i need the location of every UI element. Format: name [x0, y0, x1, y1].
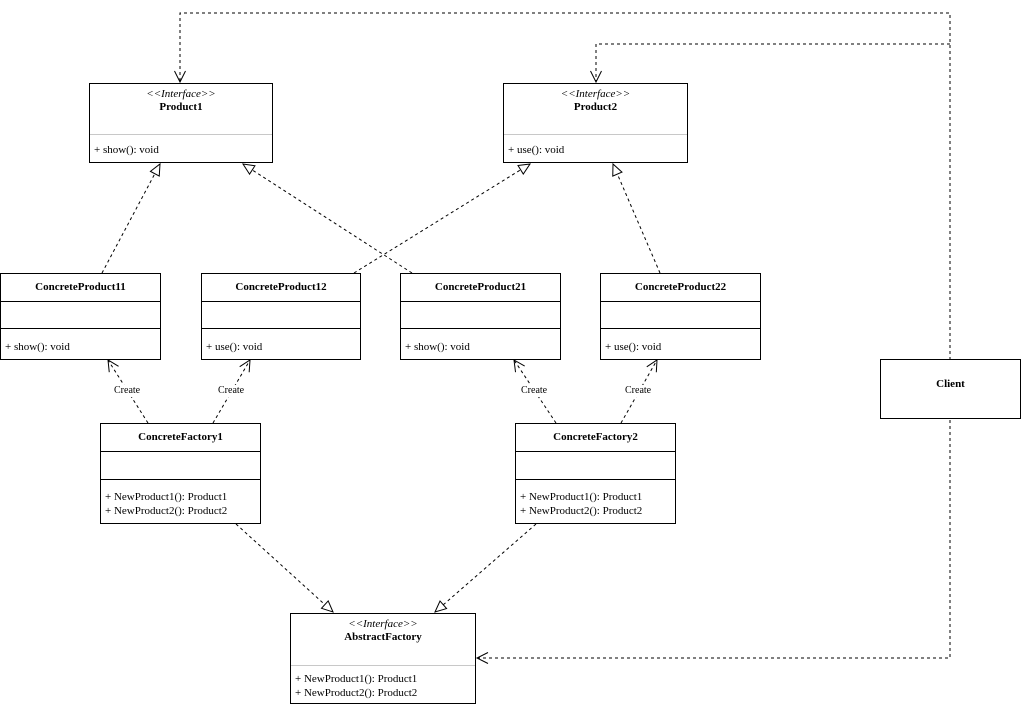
create-label: Create: [113, 385, 142, 397]
class-concretefactory2[interactable]: ConcreteFactory2 + NewProduct1(): Produc…: [515, 423, 676, 524]
edge-client-product2: [590, 43, 950, 84]
edge-cf1-abstractfactory: [235, 523, 334, 613]
edge-cp22-product2: [612, 162, 661, 274]
edge-cp12-product2: [353, 163, 532, 274]
separator: [1, 328, 160, 329]
class-concreteproduct22[interactable]: ConcreteProduct22 + use(): void: [600, 273, 761, 360]
create-label: Create: [624, 385, 653, 397]
create-label: Create: [520, 385, 549, 397]
stereotype-label: <<Interface>>: [348, 618, 418, 630]
operation: + NewProduct2(): Product2: [520, 505, 643, 517]
stereotype-label: <<Interface>>: [560, 88, 631, 100]
separator: [101, 451, 260, 452]
class-name: Product2: [573, 101, 618, 113]
separator: [504, 134, 687, 135]
separator: [202, 301, 360, 302]
separator: [601, 301, 760, 302]
operation: + NewProduct1(): Product1: [295, 673, 418, 685]
class-concretefactory1[interactable]: ConcreteFactory1 + NewProduct1(): Produc…: [100, 423, 261, 524]
separator: [401, 301, 560, 302]
separator: [401, 328, 560, 329]
create-label: Create: [217, 385, 246, 397]
class-name: ConcreteProduct22: [634, 281, 727, 293]
class-concreteproduct11[interactable]: ConcreteProduct11 + show(): void: [0, 273, 161, 360]
separator: [90, 134, 272, 135]
edge-client-product1: [174, 12, 951, 360]
class-client[interactable]: Client: [880, 359, 1021, 419]
class-name: ConcreteFactory2: [553, 431, 638, 443]
class-product2[interactable]: <<Interface>> Product2 + use(): void: [503, 83, 688, 163]
operation: + NewProduct2(): Product2: [295, 687, 418, 699]
class-name: ConcreteProduct21: [434, 281, 527, 293]
edge-cp21-product1: [241, 163, 413, 274]
operation: + NewProduct1(): Product1: [520, 491, 643, 503]
separator: [516, 451, 675, 452]
operation: + NewProduct2(): Product2: [105, 505, 228, 517]
operation: + show(): void: [405, 341, 470, 353]
class-name: AbstractFactory: [344, 631, 422, 643]
operation: + show(): void: [5, 341, 70, 353]
edge-client-abstractfactory: [475, 420, 951, 664]
operation: + use(): void: [508, 144, 565, 156]
class-abstractfactory[interactable]: <<Interface>> AbstractFactory + NewProdu…: [290, 613, 476, 704]
edge-cf2-abstractfactory: [434, 523, 537, 613]
separator: [1, 301, 160, 302]
operation: + use(): void: [206, 341, 263, 353]
separator: [202, 328, 360, 329]
class-concreteproduct21[interactable]: ConcreteProduct21 + show(): void: [400, 273, 561, 360]
class-name: Client: [936, 378, 965, 390]
separator: [291, 665, 475, 666]
stereotype-label: <<Interface>>: [146, 88, 216, 100]
class-concreteproduct12[interactable]: ConcreteProduct12 + use(): void: [201, 273, 361, 360]
class-name: ConcreteProduct12: [235, 281, 327, 293]
separator: [101, 479, 260, 480]
separator: [601, 328, 760, 329]
separator: [516, 479, 675, 480]
operation: + show(): void: [94, 144, 159, 156]
edge-cp11-product1: [101, 162, 161, 274]
class-name: Product1: [159, 101, 203, 113]
class-name: ConcreteFactory1: [138, 431, 223, 443]
class-product1[interactable]: <<Interface>> Product1 + show(): void: [89, 83, 273, 163]
class-name: ConcreteProduct11: [35, 281, 126, 293]
operation: + NewProduct1(): Product1: [105, 491, 228, 503]
operation: + use(): void: [605, 341, 662, 353]
